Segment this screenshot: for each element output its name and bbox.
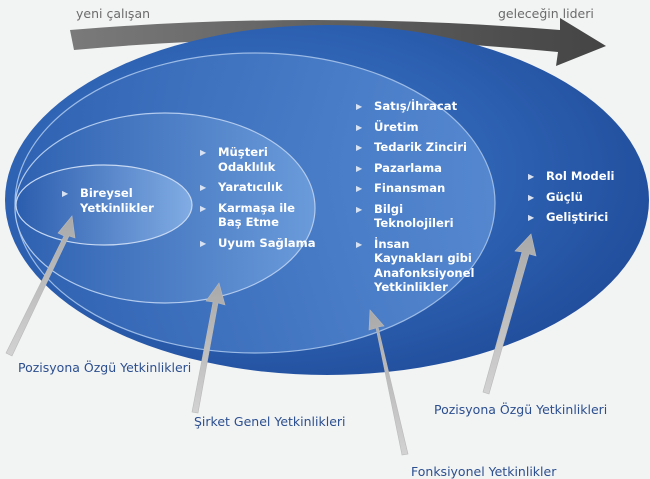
outer-item-2-line1: Güçlü	[546, 189, 583, 204]
functional-item-7-line2: Kaynakları gibi	[374, 251, 472, 265]
end-label: geleceğin lideri	[498, 6, 594, 21]
company-item-2: Yaratıcılık	[200, 180, 316, 195]
callout-functional: Fonksiyonel Yetkinlikler	[411, 464, 557, 479]
functional-item-5: Finansman	[356, 181, 496, 196]
outer-item-1: Rol Modeli	[528, 169, 615, 184]
outer-item-2: Güçlü	[528, 190, 615, 205]
outer-item-1-line1: Rol Modeli	[546, 169, 615, 183]
company-item-4: Uyum Sağlama	[200, 236, 316, 251]
functional-item-7-line3: Anafonksiyonel	[374, 265, 475, 280]
individual-list: Bireysel Yetkinlikler	[62, 186, 154, 221]
functional-item-6: Bilgi Teknolojileri	[356, 202, 496, 231]
functional-item-1-line1: Satış/İhracat	[374, 99, 458, 113]
functional-item-7-line1: İnsan	[374, 236, 410, 251]
callout-position-right: Pozisyona Özgü Yetkinlikleri	[434, 402, 608, 417]
start-label: yeni çalışan	[76, 6, 151, 21]
pointer-arrow-right	[482, 233, 537, 395]
individual-item: Bireysel Yetkinlikler	[62, 186, 154, 215]
functional-item-6-line1: Bilgi	[374, 201, 404, 216]
company-item-1: Müşteri Odaklılık	[200, 145, 316, 174]
functional-item-3: Tedarik Zinciri	[356, 140, 496, 155]
individual-label-line2: Yetkinlikler	[80, 200, 154, 215]
company-item-1-line1: Müşteri	[218, 145, 268, 159]
pointer-arrow-left	[5, 215, 76, 357]
pointer-arrow-company	[191, 282, 226, 414]
company-item-3-line2: Baş Etme	[218, 215, 280, 229]
functional-item-2: Üretim	[356, 120, 496, 135]
top-progress-arrow	[70, 18, 606, 66]
company-item-1-line2: Odaklılık	[218, 159, 276, 174]
individual-label-line1: Bireysel	[80, 186, 133, 200]
callout-company: Şirket Genel Yetkinlikleri	[194, 414, 346, 429]
functional-item-4: Pazarlama	[356, 161, 496, 176]
functional-item-5-line1: Finansman	[374, 181, 446, 195]
functional-item-1: Satış/İhracat	[356, 99, 496, 114]
callout-position-left: Pozisyona Özgü Yetkinlikleri	[18, 360, 192, 375]
company-item-4-line1: Uyum Sağlama	[218, 235, 316, 250]
company-item-3-line1: Karmaşa ile	[218, 200, 296, 215]
company-list: Müşteri Odaklılık Yaratıcılık Karmaşa il…	[200, 145, 316, 256]
company-item-2-line1: Yaratıcılık	[218, 180, 283, 194]
functional-list: Satış/İhracat Üretim Tedarik Zinciri Paz…	[356, 99, 496, 301]
outer-item-3-line1: Geliştirici	[546, 210, 609, 224]
functional-item-2-line1: Üretim	[374, 119, 419, 134]
functional-item-3-line1: Tedarik Zinciri	[374, 140, 467, 154]
functional-item-6-line2: Teknolojileri	[374, 216, 454, 230]
functional-item-7: İnsan Kaynakları gibi Anafonksiyonel Yet…	[356, 237, 496, 295]
outer-list: Rol Modeli Güçlü Geliştirici	[528, 169, 615, 231]
pointer-arrow-functional	[368, 309, 409, 456]
functional-item-7-line4: Yetkinlikler	[374, 280, 448, 294]
company-item-3: Karmaşa ile Baş Etme	[200, 201, 316, 230]
outer-item-3: Geliştirici	[528, 210, 615, 225]
functional-item-4-line1: Pazarlama	[374, 160, 442, 175]
